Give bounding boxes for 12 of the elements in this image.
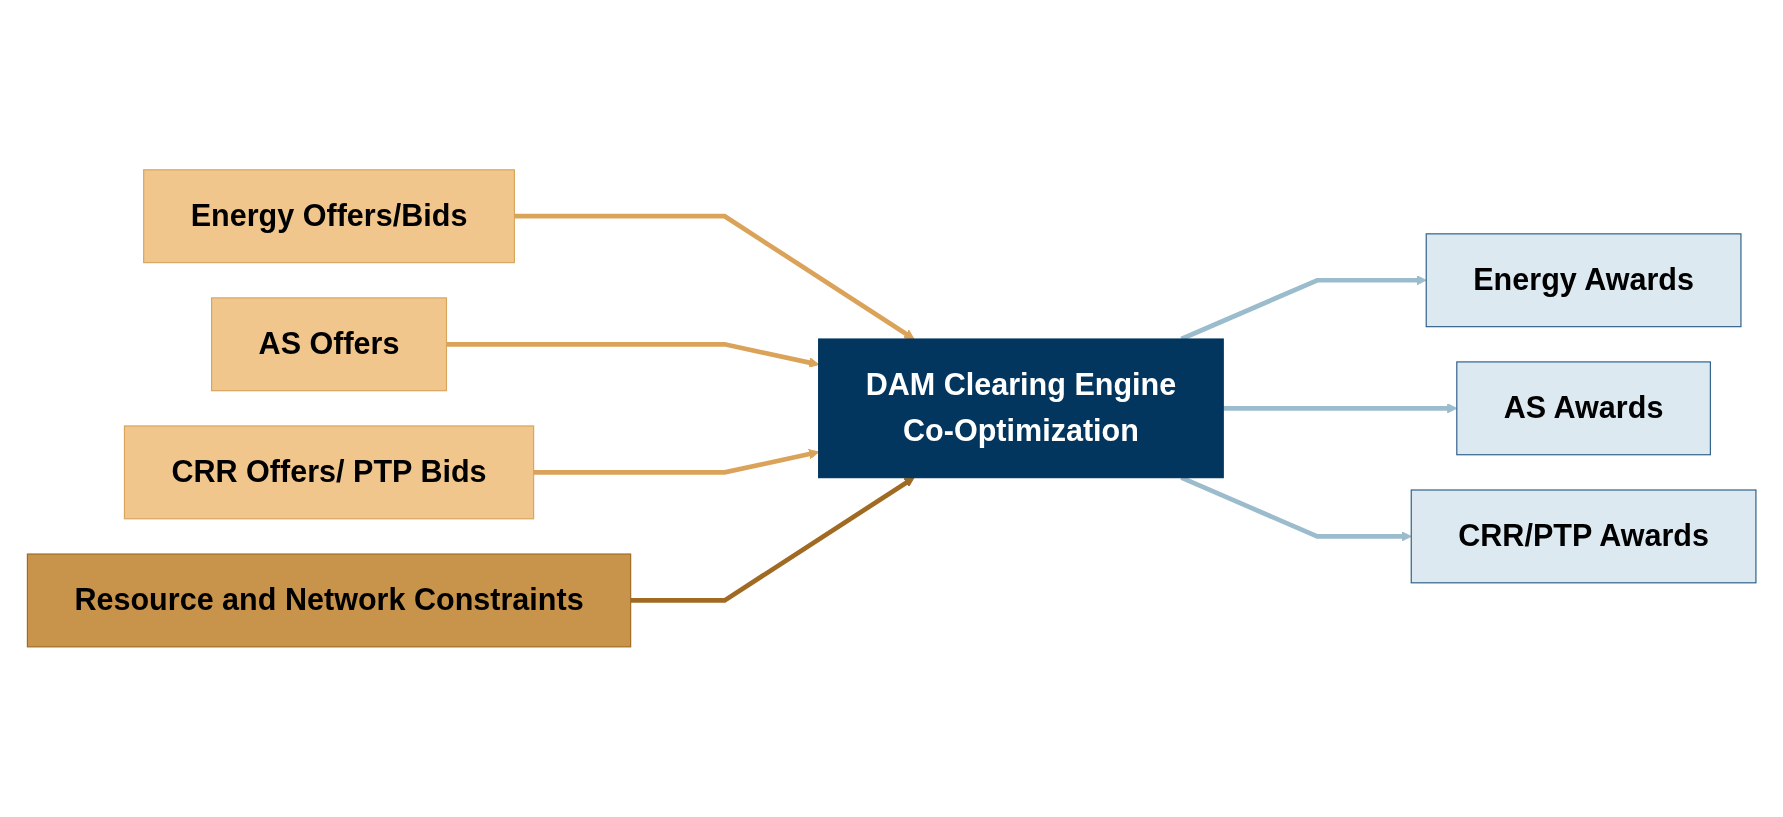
node-box: CRR/PTP Awards (1410, 489, 1757, 584)
arrow (514, 214, 915, 340)
node-box: DAM Clearing Engine Co-Optimization (817, 338, 1224, 479)
node-box: CRR Offers/ PTP Bids (123, 425, 535, 520)
arrow (630, 477, 915, 603)
arrow (533, 449, 819, 475)
node-box: Resource and Network Constraints (26, 553, 632, 648)
node-box: AS Awards (1456, 361, 1711, 456)
arrow (446, 342, 819, 368)
node-box: AS Offers (210, 297, 447, 392)
node-box: Energy Offers/Bids (142, 169, 515, 264)
node-box: Energy Awards (1425, 233, 1742, 328)
